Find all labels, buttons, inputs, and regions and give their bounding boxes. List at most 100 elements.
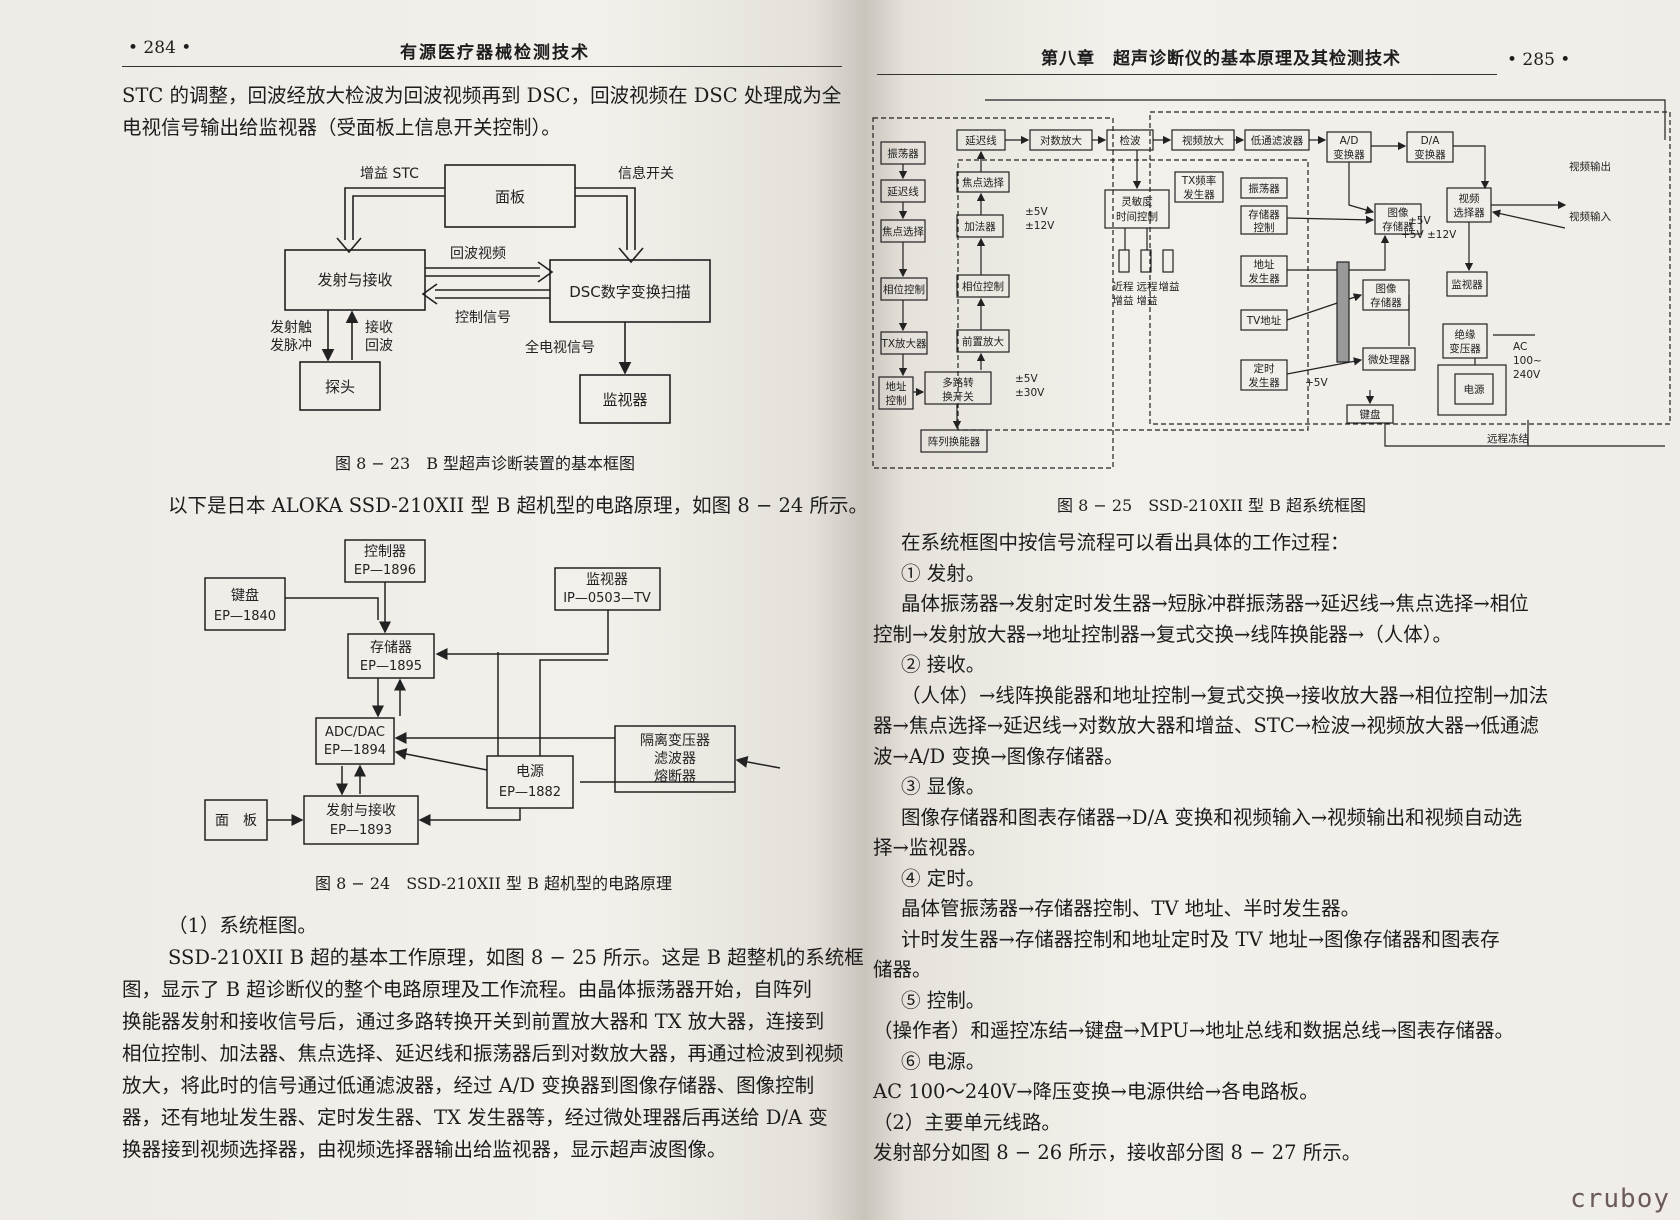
fig25-focus-r: 焦点选择: [962, 176, 1004, 189]
fig25-plus5: +5V: [1305, 377, 1328, 389]
text-line: AC 100～240V→降压变换→电源供给→各电路板。: [873, 1080, 1319, 1103]
fig25-timer-1: 定时: [1254, 362, 1276, 375]
fig25-addr-gen-1: 地址: [1254, 258, 1276, 271]
power-box: [486, 755, 574, 809]
txrx-box: [303, 795, 419, 845]
echo-video-label: 回波视频: [450, 246, 506, 262]
fig25-da-1: D/A: [1421, 135, 1441, 147]
fig25-far-1: 远程: [1137, 281, 1159, 293]
memory-code: EP—1895: [360, 659, 422, 674]
fig25-addr-ctrl-1: 地址: [886, 380, 907, 393]
fig25-img-mem-1: 图像: [1388, 207, 1410, 219]
body-paragraph: （1）系统框图。 SSD-210XII B 超的基本工作原理，如图 8 − 25…: [122, 910, 864, 1166]
trigger-label-2: 发脉冲: [270, 338, 312, 354]
monitor-box: [579, 374, 671, 424]
fig25-detect: 检波: [1120, 134, 1142, 147]
text-line: ② 接收。: [901, 653, 986, 676]
adc-code: EP—1894: [324, 743, 386, 758]
text-line: ③ 显像。: [901, 775, 986, 798]
fig25-cpu: 微处理器: [1368, 353, 1410, 366]
control-signal-label: 控制信号: [455, 310, 511, 326]
keyboard-label: 键盘: [231, 587, 259, 604]
trigger-label-1: 发射触: [270, 320, 312, 336]
fig25-remote: 远程冻结: [1487, 432, 1529, 445]
fig25-pm5-2: ±5V: [1015, 373, 1038, 385]
text-line: 图像存储器和图表存储器→D/A 变换和视频输入→视频输出和视频自动选: [901, 805, 1523, 829]
keyboard-code: EP—1840: [214, 609, 276, 624]
monitor-label: 监视器: [586, 572, 628, 588]
panel-label: 面板: [495, 188, 525, 206]
isolation-label-1: 隔离变压器: [640, 732, 710, 749]
text-line: 晶体振荡器→发射定时发生器→短脉冲群振荡器→延迟线→焦点选择→相位: [901, 592, 1529, 615]
text-line: （2）主要单元线路。: [873, 1110, 1061, 1134]
probe-label: 探头: [325, 378, 355, 396]
info-switch-label: 信息开关: [618, 165, 674, 182]
text-line: 相位控制、加法器、焦点选择、延迟线和振荡器后到对数放大器，再通过检波到视频: [122, 1042, 844, 1065]
header-rule: [877, 74, 1497, 75]
figure-8-24: 控制器 EP—1896 键盘 EP—1840 监视器 IP—0503—TV 存储…: [204, 539, 781, 845]
fig25-monitor: 监视器: [1451, 278, 1483, 291]
recv-label-2: 回波: [365, 338, 393, 354]
intro-paragraph: STC 的调整，回波经放大检波为回波视频再到 DSC，回波视频在 DSC 处理成…: [122, 80, 841, 144]
fig25-video-in: 视频输入: [1569, 210, 1611, 223]
fig25-txgen-2: 发生器: [1183, 188, 1215, 201]
fig25-addr-gen-2: 发生器: [1248, 272, 1280, 285]
fig25-pm12-1: ±12V: [1025, 220, 1055, 232]
txrx-label: 发射与接收: [317, 271, 392, 289]
right-page: 第八章 超声诊断仪的基本原理及其检测技术 • 285 •: [865, 0, 1680, 1220]
text-line: ⑤ 控制。: [901, 988, 986, 1012]
text-line: 在系统框图中按信号流程可以看出具体的工作过程：: [901, 531, 1350, 554]
body-paragraph: 在系统框图中按信号流程可以看出具体的工作过程： ① 发射。 晶体振荡器→发射定时…: [873, 528, 1548, 1169]
text-line: 晶体管振荡器→存储器控制、TV 地址、半时发生器。: [901, 897, 1361, 920]
memory-box: [347, 633, 435, 679]
fig25-img-mem2-2: 存储器: [1370, 296, 1402, 309]
fig25-lpf: 低通滤波器: [1251, 134, 1304, 147]
fig25-da-2: 变换器: [1414, 148, 1446, 161]
text-line: 控制→发射放大器→地址控制器→复式交换→线阵换能器→（人体）。: [873, 622, 1452, 646]
page-number: • 284 •: [128, 38, 192, 58]
text-line: 发射部分如图 8 − 26 所示，接收部分图 8 − 27 所示。: [873, 1141, 1362, 1164]
fig25-array: 阵列换能器: [928, 435, 981, 448]
figure-8-23-caption: 图 8 − 23 B 型超声诊断装置的基本框图: [335, 454, 636, 473]
text-line: 择→监视器。: [873, 836, 987, 859]
figure-8-25-caption: 图 8 − 25 SSD-210XII 型 B 超系统框图: [1057, 496, 1366, 515]
book-title: 有源医疗器械检测技术: [400, 43, 590, 63]
fig25-phase-r: 相位控制: [962, 280, 1004, 293]
fig25-focus-l: 焦点选择: [882, 225, 924, 238]
tv-signal-label: 全电视信号: [525, 339, 595, 356]
monitor-label: 监视器: [602, 391, 647, 409]
text-line: 放大，将此时的信号通过低通滤波器，经过 A/D 变换器到图像存储器、图像控制: [122, 1074, 815, 1097]
probe-box: [299, 361, 381, 411]
fig25-ac-2: 100~: [1513, 355, 1542, 367]
fig25-keyboard: 键盘: [1360, 408, 1382, 421]
gain-stc-label: 增益 STC: [360, 166, 419, 182]
text-line: STC 的调整，回波经放大检波为回波视频再到 DSC，回波视频在 DSC 处理成…: [122, 84, 842, 107]
text-line: 器，还有地址发生器、定时发生器、TX 发生器等，经过微处理器后再送给 D/A 变: [122, 1106, 828, 1129]
header-rule: [122, 66, 842, 67]
fig25-adder: 加法器: [964, 220, 996, 233]
fig25-tv-addr: TV地址: [1246, 314, 1282, 327]
text-line: （人体）→线阵换能器和地址控制→复式交换→接收放大器→相位控制→加法: [901, 683, 1549, 707]
figure-8-25: 振荡器 延迟线 焦点选择 相位控制 TX放大器 地址 控制 多路转 换开关 阵列…: [872, 99, 1671, 469]
fig25-img-mem2-1: 图像: [1376, 283, 1398, 295]
fig25-video-amp: 视频放大: [1182, 134, 1224, 147]
text-line: 换器接到视频选择器，由视频选择器输出给监视器，显示超声波图像。: [122, 1138, 727, 1161]
fig25-img-mem-2: 存储器: [1382, 220, 1414, 233]
middle-paragraph: 以下是日本 ALOKA SSD-210XII 型 B 超机型的电路原理，如图 8…: [168, 490, 865, 522]
text-line: 电视信号输出给监视器（受面板上信息开关控制）。: [122, 116, 561, 139]
fig25-sens-1: 灵敏度: [1121, 195, 1153, 208]
fig25-delay-r: 延迟线: [965, 134, 997, 147]
recv-label-1: 接收: [365, 319, 393, 336]
fig25-sens-2: 时间控制: [1116, 210, 1158, 223]
fig25-preamp: 前置放大: [962, 335, 1004, 348]
fig25-gain: 增益: [1159, 280, 1181, 293]
fig25-mux-1: 多路转: [942, 376, 974, 389]
text-line: 计时发生器→存储器控制和地址定时及 TV 地址→图像存储器和图表存: [901, 927, 1500, 951]
fig25-timer-2: 发生器: [1248, 376, 1280, 389]
text-line: （1）系统框图。: [168, 914, 317, 937]
text-line: 换能器发射和接收信号后，通过多路转换开关到前置放大器和 TX 放大器，连接到: [122, 1010, 825, 1033]
controller-code: EP—1896: [354, 563, 416, 578]
front-end-region: [872, 117, 1114, 469]
panel-label: 面 板: [215, 813, 257, 829]
